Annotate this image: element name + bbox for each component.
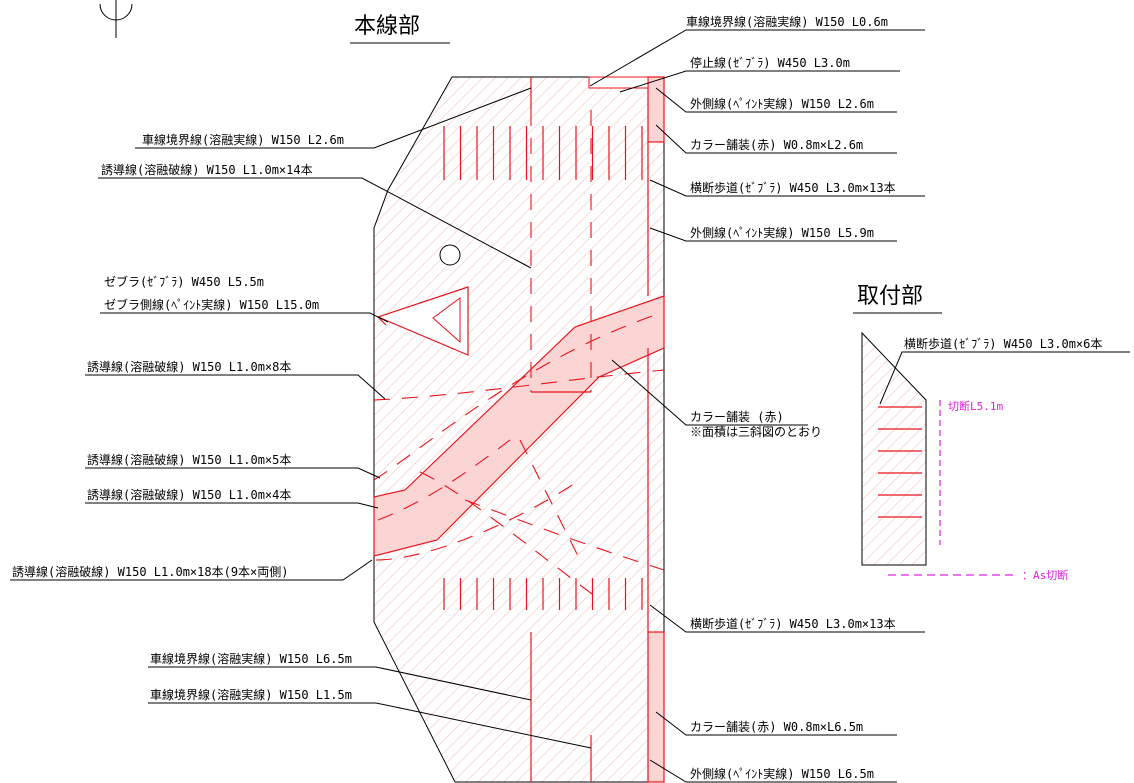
label-attach-crosswalk: 横断歩道(ｾﾞﾌﾞﾗ) W450 L3.0m×6本 bbox=[904, 336, 1102, 351]
leader-lines bbox=[10, 29, 1130, 783]
lane-boundary-lines bbox=[530, 76, 649, 782]
color-pavement-right bbox=[647, 76, 665, 783]
label-guide-line-18: 誘導線(溶融破線) W150 L1.0m×18本(9本×両側) bbox=[12, 564, 289, 579]
label-zebra-side: ゼブラ側線(ﾍﾟｲﾝﾄ実線) W150 L15.0m bbox=[104, 297, 319, 312]
label-lane-boundary-1-5: 車線境界線(溶融実線) W150 L1.5m bbox=[150, 687, 352, 702]
guide-dashed-box bbox=[530, 110, 592, 393]
crosswalk-lower bbox=[443, 578, 643, 610]
label-guide-line-14: 誘導線(溶融破線) W150 L1.0m×14本 bbox=[101, 162, 313, 177]
label-outer-line-bottom: 外側線(ﾍﾟｲﾝﾄ実線) W150 L6.5m bbox=[690, 766, 874, 781]
title-attach: 取付部 bbox=[857, 284, 923, 309]
label-lane-boundary-left: 車線境界線(溶融実線) W150 L2.6m bbox=[142, 132, 344, 147]
label-outer-line-top: 外側線(ﾍﾟｲﾝﾄ実線) W150 L2.6m bbox=[690, 96, 874, 111]
label-color-pavement-bottom: カラー舗装(赤) W0.8m×L6.5m bbox=[690, 720, 863, 734]
guide-dashed-curves bbox=[373, 311, 665, 601]
label-color-pavement-mid: カラー舗装 (赤) bbox=[690, 410, 784, 424]
north-arrow-icon bbox=[99, 0, 133, 38]
label-color-pavement-top: カラー舗装(赤) W0.8m×L2.6m bbox=[690, 138, 863, 152]
label-cut-length: 切断L5.1m bbox=[948, 399, 1003, 413]
label-as-cut-legend: ：As切断 bbox=[1022, 568, 1068, 582]
label-guide-line-8: 誘導線(溶融破線) W150 L1.0m×8本 bbox=[87, 359, 291, 374]
label-lane-boundary-top: 車線境界線(溶融実線) W150 L0.6m bbox=[686, 14, 888, 29]
title-main: 本線部 bbox=[354, 14, 420, 39]
label-guide-line-5: 誘導線(溶融破線) W150 L1.0m×5本 bbox=[87, 452, 291, 467]
zebra-triangle bbox=[376, 286, 469, 356]
attach-plan bbox=[861, 331, 941, 566]
manhole-icon bbox=[439, 244, 461, 266]
label-stop-line: 停止線(ｾﾞﾌﾞﾗ) W450 L3.0m bbox=[690, 55, 850, 70]
label-crosswalk-top: 横断歩道(ｾﾞﾌﾞﾗ) W450 L3.0m×13本 bbox=[690, 180, 896, 195]
label-lane-boundary-6-5: 車線境界線(溶融実線) W150 L6.5m bbox=[150, 651, 352, 666]
color-pavement-diagonal bbox=[373, 295, 665, 557]
label-area-note: ※面積は三斜図のとおり bbox=[690, 424, 822, 439]
label-outer-line-mid: 外側線(ﾍﾟｲﾝﾄ実線) W150 L5.9m bbox=[690, 225, 874, 240]
label-crosswalk-bottom: 横断歩道(ｾﾞﾌﾞﾗ) W450 L3.0m×13本 bbox=[690, 616, 896, 631]
label-guide-line-4: 誘導線(溶融破線) W150 L1.0m×4本 bbox=[87, 487, 291, 502]
label-zebra: ゼブラ(ｾﾞﾌﾞﾗ) W450 L5.5m bbox=[104, 274, 264, 289]
crosswalk-upper bbox=[443, 126, 643, 180]
